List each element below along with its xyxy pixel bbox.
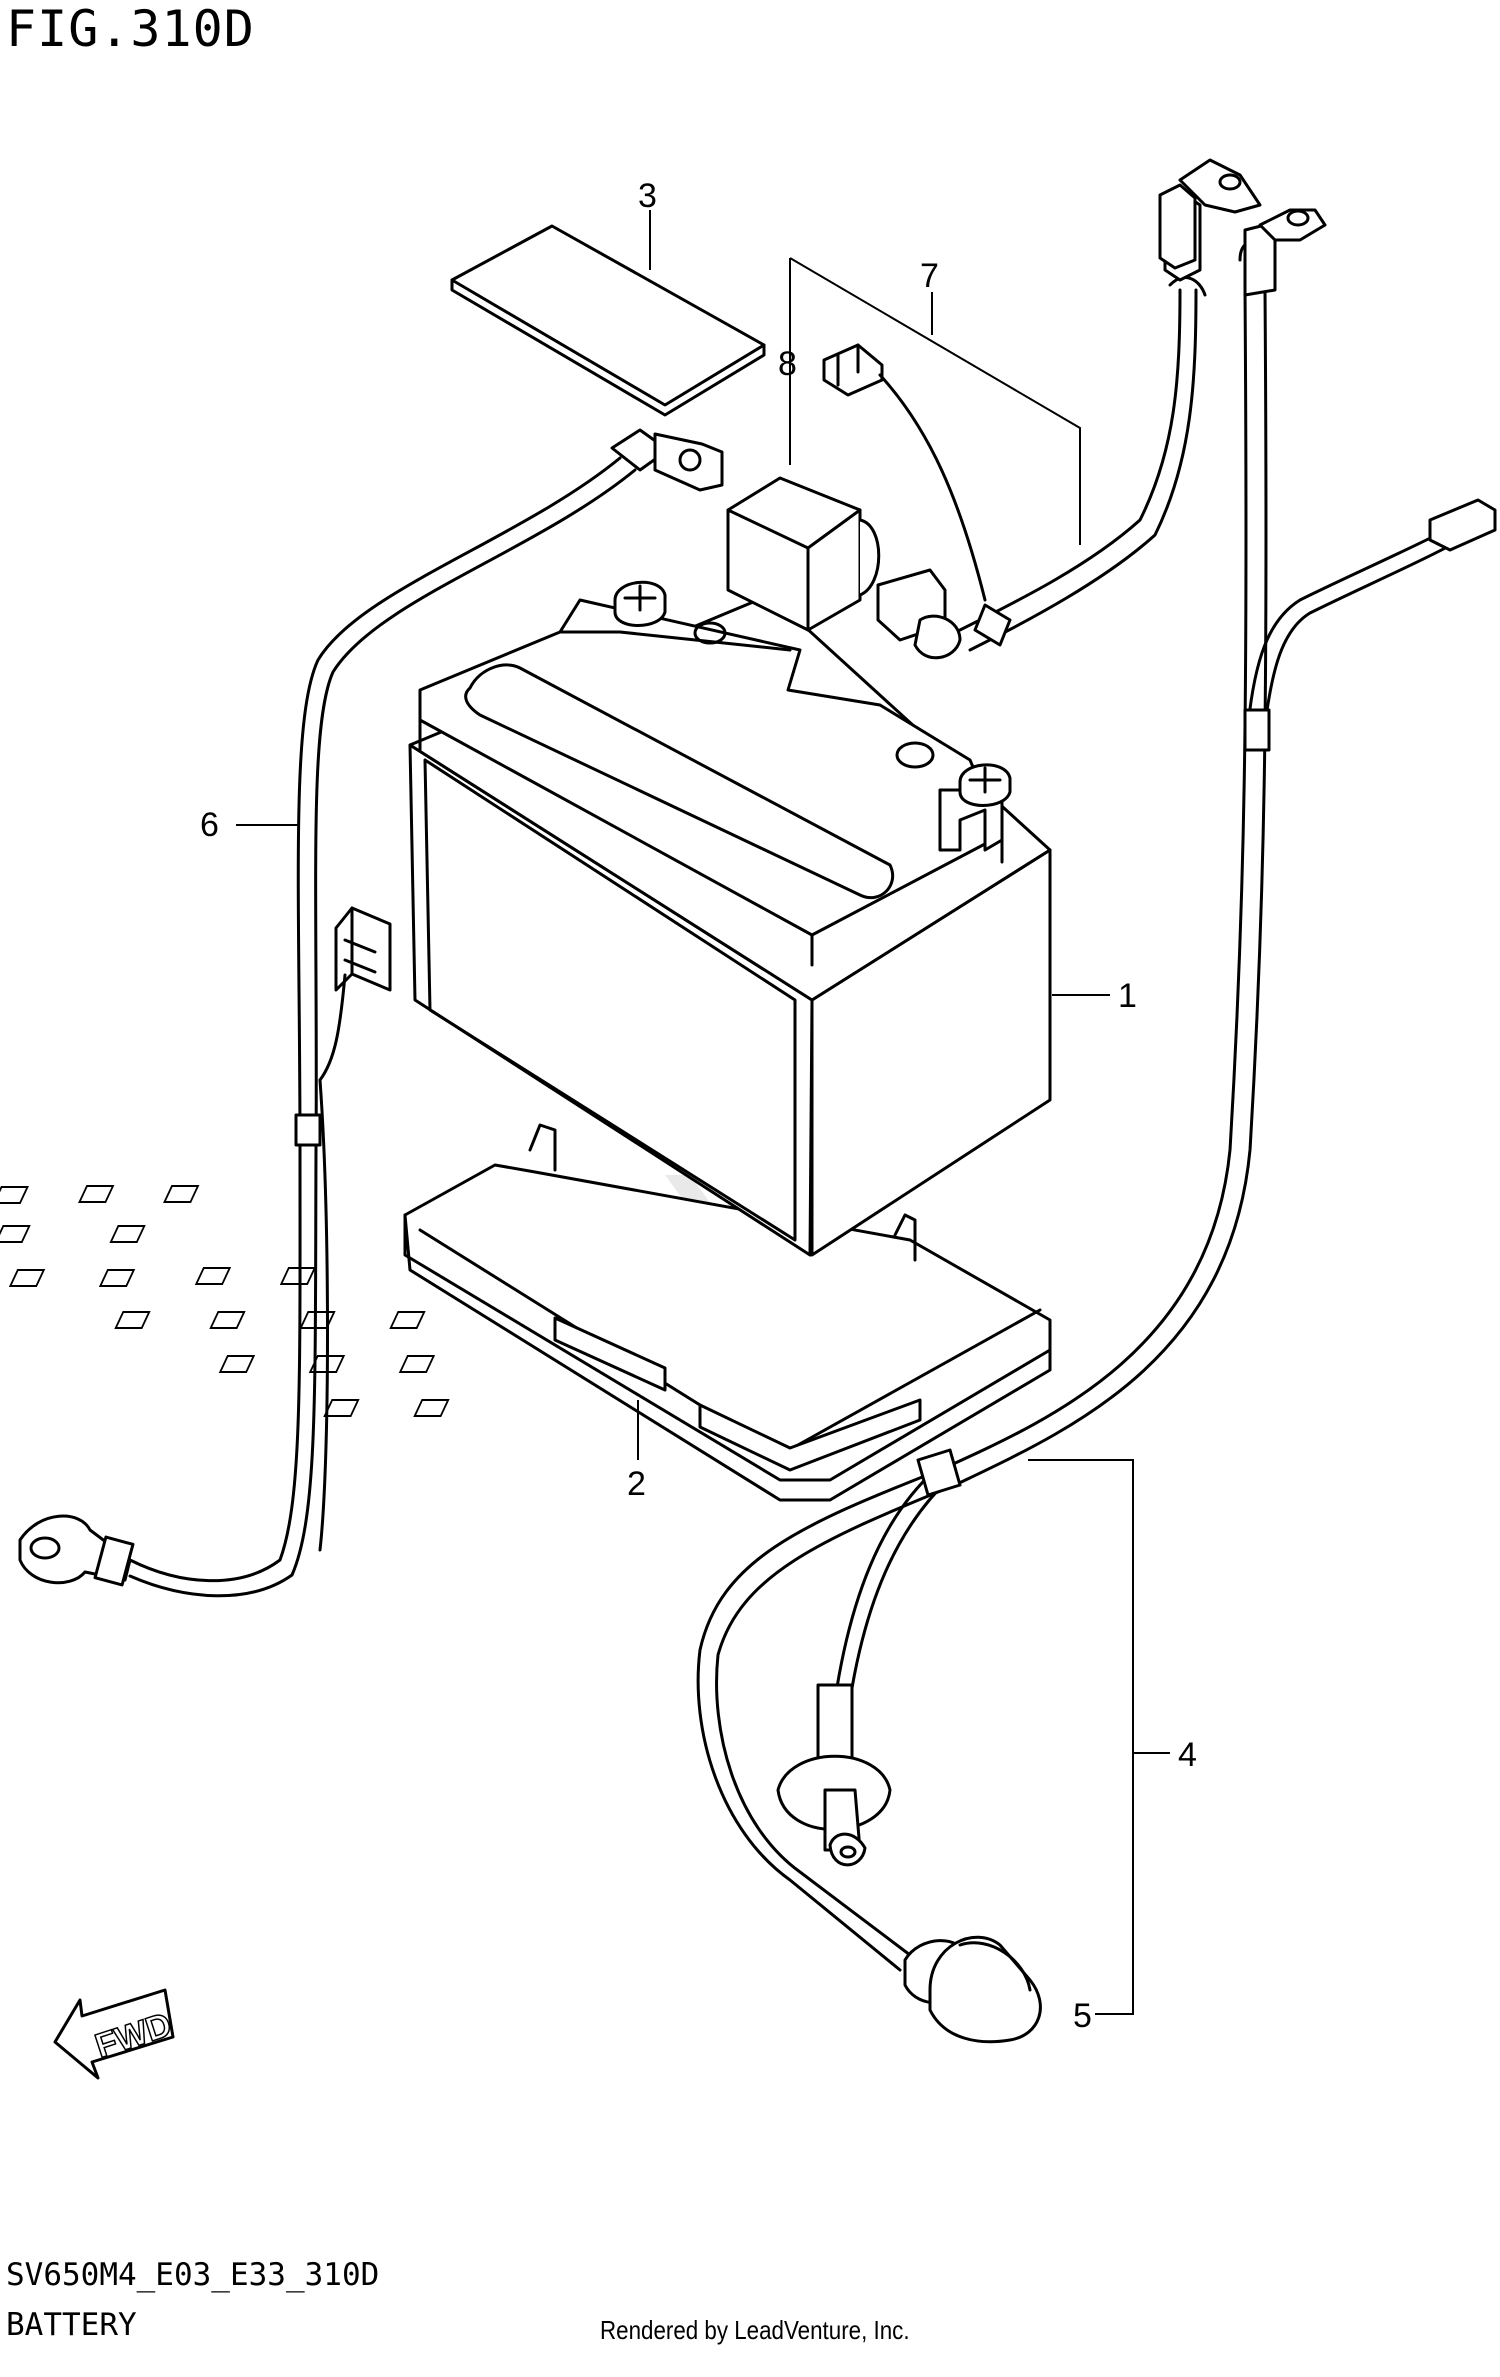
wiring-harness bbox=[696, 183, 1497, 2005]
callout-1: 1 bbox=[1118, 977, 1137, 1015]
fwd-arrow: FWD bbox=[53, 1988, 177, 2080]
callout-4: 4 bbox=[1178, 1736, 1197, 1774]
callout-7: 7 bbox=[920, 257, 939, 295]
leader-lines bbox=[236, 210, 1170, 2015]
callout-3: 3 bbox=[638, 177, 657, 215]
battery-tray bbox=[0, 1123, 1052, 1502]
tray-slots bbox=[0, 1185, 450, 1417]
label-plate bbox=[450, 224, 766, 417]
diagram-code: SV650M4_E03_E33_310D bbox=[6, 2257, 380, 2293]
battery bbox=[408, 580, 1052, 1257]
figure-title: FIG.310D bbox=[6, 0, 255, 58]
renderer-credit: Rendered by LeadVenture, Inc. bbox=[600, 2315, 910, 2345]
terminal-cover bbox=[726, 476, 881, 632]
callout-2: 2 bbox=[627, 1465, 646, 1503]
diagram-caption: BATTERY bbox=[6, 2307, 137, 2343]
callout-8: 8 bbox=[778, 345, 797, 383]
callout-6: 6 bbox=[200, 806, 219, 844]
negative-lead bbox=[18, 428, 724, 1598]
terminal-cap bbox=[928, 1935, 1042, 2044]
callout-5: 5 bbox=[1073, 1997, 1092, 2035]
